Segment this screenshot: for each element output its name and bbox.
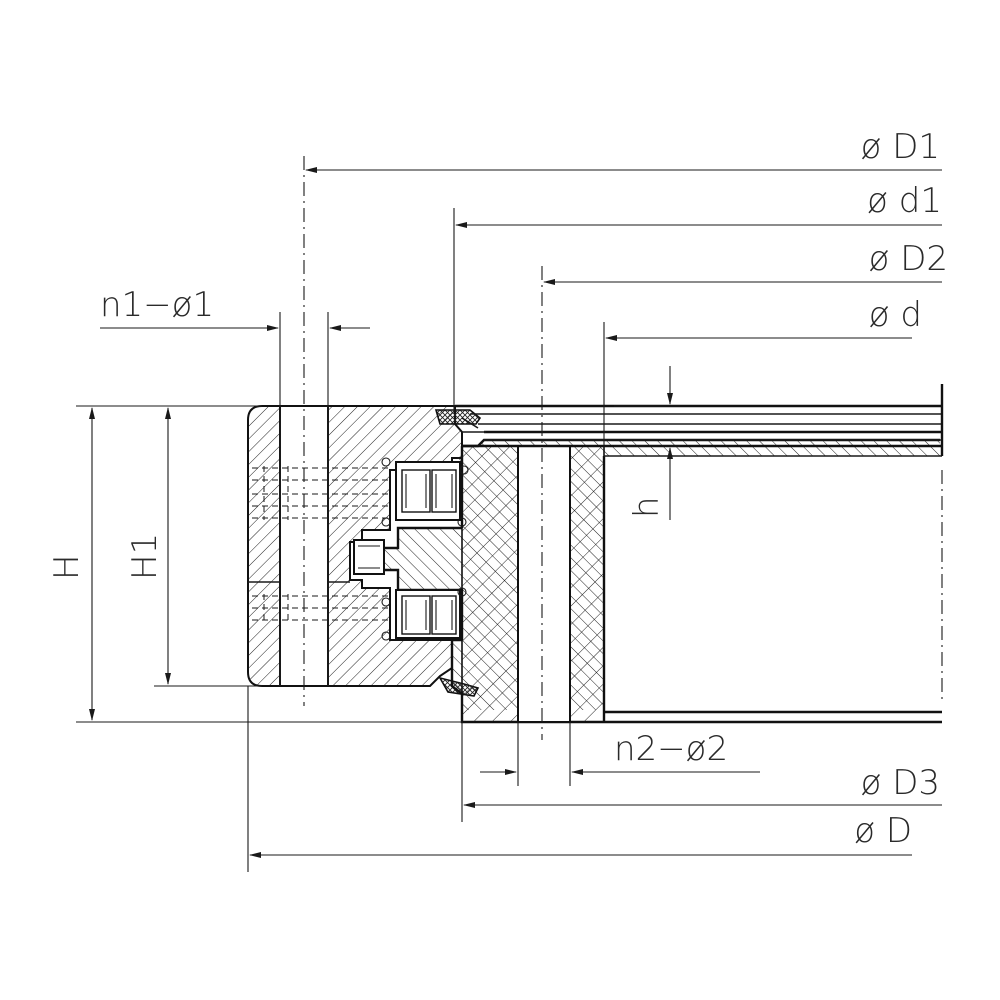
radial-roller: [353, 539, 385, 575]
label-D: ø D: [854, 811, 912, 851]
lower-roller: [381, 587, 467, 641]
inner-ring: [378, 438, 942, 724]
label-D1: ø D1: [861, 127, 940, 167]
label-H1: H1: [125, 533, 165, 580]
upper-roller: [381, 457, 469, 527]
label-D2: ø D2: [869, 239, 948, 279]
upper-face-lines: [455, 384, 944, 700]
label-n2-phi2: n2−ø2: [614, 729, 728, 769]
label-d: ø d: [869, 295, 922, 335]
label-D3: ø D3: [861, 763, 940, 803]
center-lines: [303, 156, 543, 740]
label-h: h: [627, 496, 667, 518]
hidden-threads: [252, 466, 390, 622]
upper-seal: [434, 409, 482, 425]
dimension-lines: [89, 167, 942, 858]
label-d1: ø d1: [867, 181, 942, 221]
label-H: H: [47, 554, 87, 580]
label-n1-phi1: n1−ø1: [100, 285, 214, 325]
extension-lines: [76, 208, 680, 872]
